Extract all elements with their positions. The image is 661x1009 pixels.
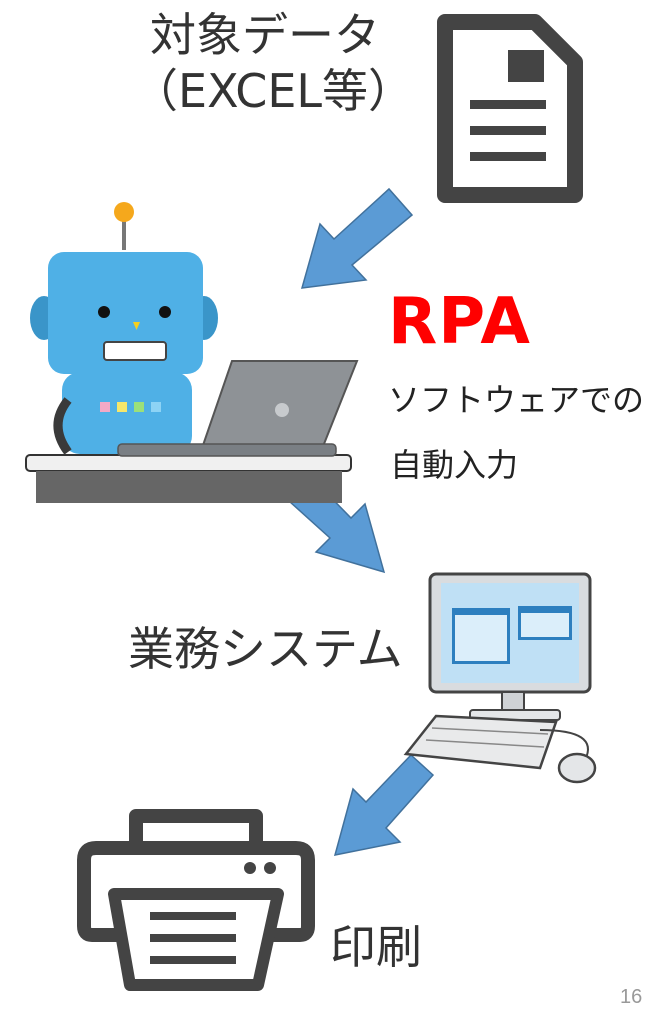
source-label-line2: （EXCEL等） [132, 64, 415, 118]
rpa-desc-line1: ソフトウェアでの [388, 381, 645, 419]
source-label-line1: 対象データ [150, 8, 380, 62]
print-label: 印刷 [330, 920, 422, 974]
rpa-desc-line2: 自動入力 [390, 446, 519, 484]
system-label: 業務システム [128, 622, 403, 676]
rpa-title: RPA [388, 285, 531, 359]
page-number: 16 [620, 986, 643, 1008]
